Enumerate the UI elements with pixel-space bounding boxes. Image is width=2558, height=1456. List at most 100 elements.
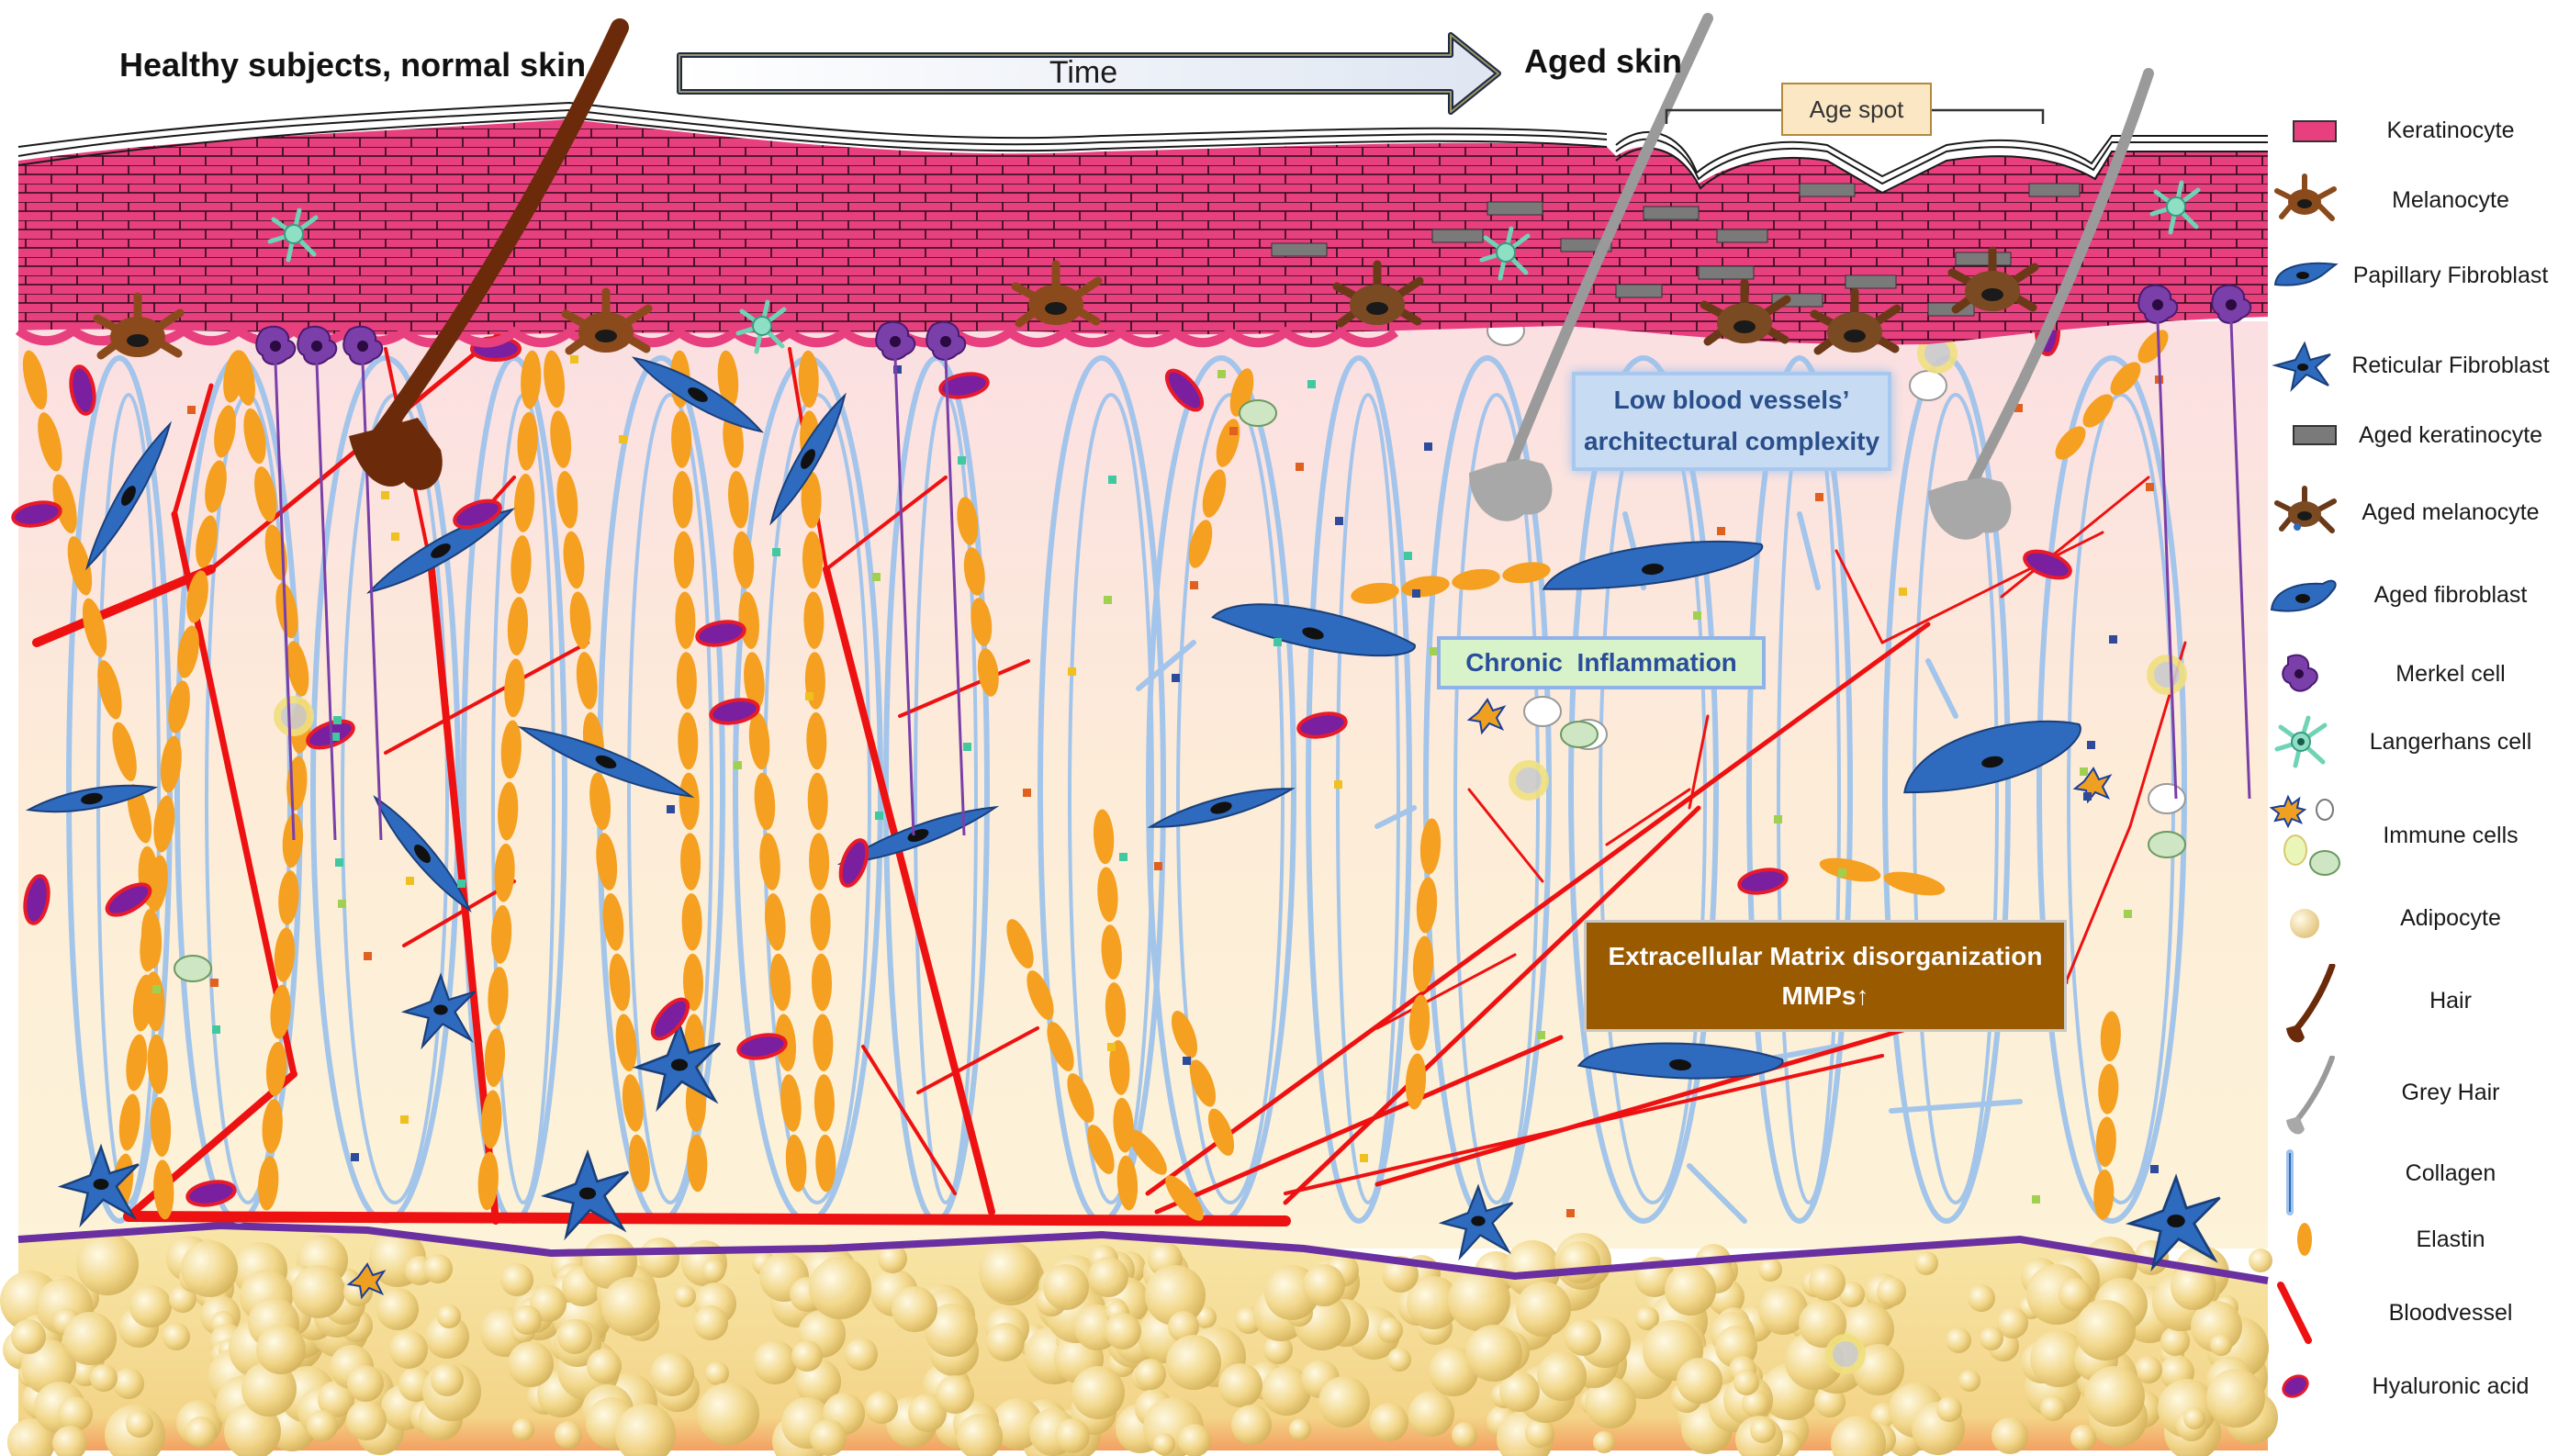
adipocyte	[1452, 1422, 1477, 1448]
collagen-fragment	[1136, 640, 1196, 691]
langerhans-cell	[267, 207, 319, 263]
elastin-segment	[802, 531, 824, 589]
adipocyte	[1231, 1405, 1272, 1445]
reticular-fibroblast	[400, 972, 477, 1050]
adipocyte	[582, 1234, 637, 1289]
ecm-particle	[1838, 868, 1846, 877]
elastin-segment	[809, 833, 830, 890]
aged-fibroblast	[1576, 1042, 1784, 1080]
immune-cell-green	[1239, 399, 1277, 427]
adipocyte	[11, 1319, 46, 1354]
elastin-segment	[977, 648, 999, 697]
elastin-segment	[769, 953, 791, 1012]
elastin-segment	[196, 515, 218, 568]
chronic-inflammation-label: Chronic Inflammation	[1437, 636, 1766, 689]
elastin-segment	[671, 410, 692, 468]
adipocyte	[693, 1305, 728, 1340]
adipocyte	[1677, 1358, 1722, 1404]
ecm-particle	[381, 491, 389, 499]
blood-vessel-segment	[1375, 953, 1517, 1030]
elastin-segment	[810, 893, 831, 951]
reticular-fibroblast	[632, 1020, 722, 1113]
ecm-particle	[1430, 647, 1438, 655]
ecm-particle	[1183, 1057, 1191, 1065]
blood-vessel-segment	[1145, 622, 1931, 1196]
adipocyte	[1980, 1327, 2003, 1350]
adipocyte	[845, 1338, 878, 1371]
elastin-segment	[517, 411, 538, 471]
elastin-segment	[1408, 994, 1430, 1051]
elastin-segment	[680, 833, 701, 890]
elastin-segment	[798, 350, 819, 409]
adipocyte	[674, 1285, 696, 1307]
elastin-segment	[811, 953, 833, 1012]
elastin-segment	[498, 781, 519, 841]
elastin-segment	[177, 625, 199, 678]
collagen-loop	[1746, 355, 1853, 1224]
collagen-fragment	[1889, 1099, 2023, 1114]
time-arrow	[677, 32, 1501, 115]
ecm-particle	[619, 435, 627, 443]
elastin-fibers	[22, 330, 2169, 1221]
adipocyte	[1558, 1241, 1600, 1283]
blood-vessel-segment	[2000, 476, 2150, 599]
adipocyte	[1377, 1317, 1403, 1343]
elastin-segment	[1097, 867, 1118, 923]
adipocyte	[1991, 1417, 2028, 1454]
elastin-segment	[186, 570, 208, 623]
hyaluronic-acid	[2023, 549, 2072, 580]
healthy-skin-title: Healthy subjects, normal skin	[119, 46, 587, 84]
blood-vessel-segment	[1834, 549, 1884, 644]
adipocyte	[1263, 1335, 1293, 1364]
immune-cell-grey	[274, 696, 314, 736]
ecm-particle	[570, 355, 578, 364]
elastin-segment	[262, 1099, 283, 1154]
merkel-cell	[875, 320, 916, 836]
adipocyte	[1088, 1257, 1128, 1297]
collagen-fragment	[1687, 1163, 1747, 1224]
elastin-segment	[759, 833, 780, 890]
elastin-segment	[67, 536, 93, 596]
merkel-cell	[297, 325, 338, 841]
elastin-segment	[481, 1090, 502, 1149]
elastin-segment	[1883, 871, 1946, 896]
blood-vessel-segment	[861, 1045, 957, 1195]
elastin-segment	[275, 582, 298, 639]
elastin-segment	[274, 927, 296, 982]
adipocyte	[892, 1286, 937, 1332]
ecm-particle	[875, 812, 883, 820]
adipocyte	[63, 1312, 117, 1365]
ecm-particle	[210, 979, 219, 987]
adipocyte	[163, 1323, 190, 1350]
elastin-segment	[970, 598, 993, 646]
elastin-segment	[484, 1028, 506, 1087]
elastin-segment	[556, 471, 578, 529]
adipocyte	[1585, 1377, 1636, 1428]
adipocyte	[1758, 1258, 1782, 1282]
elastin-segment	[126, 1034, 148, 1092]
adipocyte	[256, 1325, 306, 1374]
collagen-loop	[1306, 355, 1412, 1224]
collagen-loop	[1913, 393, 1999, 1204]
elastin-segment	[676, 652, 697, 710]
elastin-segment	[596, 833, 618, 890]
elastin-segment	[550, 410, 572, 468]
elastin-segment	[602, 893, 624, 951]
ecm-particle	[772, 548, 780, 556]
elastin-segment	[1087, 1125, 1115, 1174]
elastin-segment	[504, 658, 525, 718]
elastin-segment	[112, 722, 137, 781]
adipocyte	[1043, 1264, 1089, 1310]
elastin-segment	[1416, 877, 1438, 934]
aged-melanocyte	[1700, 278, 1791, 346]
elastin-segment	[232, 350, 255, 406]
adipocyte	[697, 1383, 759, 1445]
elastin-segment	[153, 795, 175, 853]
elastin-segment	[38, 412, 62, 472]
adipocyte	[1499, 1372, 1540, 1412]
immune-cell-grey	[1509, 760, 1549, 801]
elastin-segment	[1006, 919, 1034, 969]
adipocyte	[1758, 1285, 1808, 1335]
adipocyte	[2084, 1366, 2145, 1427]
adipocyte	[181, 1240, 238, 1297]
